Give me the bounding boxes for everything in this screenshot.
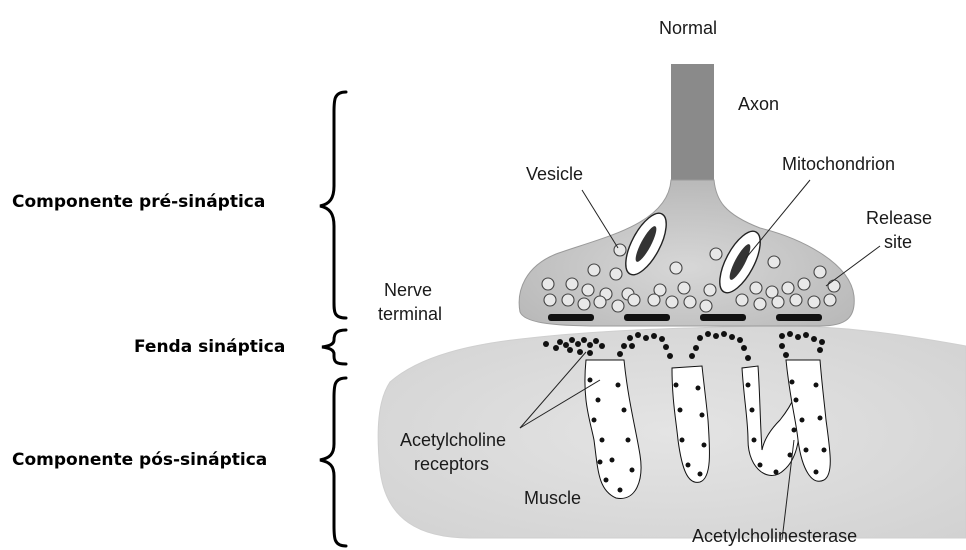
nerve-terminal-label-2: terminal (378, 304, 442, 324)
title-normal: Normal (659, 18, 717, 38)
braces (320, 92, 346, 546)
nerve-terminal-label-1: Nerve (384, 280, 432, 300)
ach-receptors-label-2: receptors (414, 454, 489, 474)
release-site-label-2: site (884, 232, 912, 252)
presynaptic-label: Componente pré-sináptica (12, 192, 265, 212)
vesicle-label: Vesicle (526, 164, 583, 184)
release-site-label-1: Release (866, 208, 932, 228)
postsynaptic-label: Componente pós-sináptica (12, 450, 267, 470)
brace-postsynaptic (320, 378, 346, 546)
acetylcholinesterase-label: Acetylcholinesterase (692, 526, 857, 546)
mitochondrion-label: Mitochondrion (782, 154, 895, 174)
synaptic-cleft-label: Fenda sináptica (134, 337, 285, 357)
brace-cleft (322, 330, 346, 364)
axon (671, 64, 714, 184)
brace-presynaptic (320, 92, 346, 318)
axon-label: Axon (738, 94, 779, 114)
muscle-label: Muscle (524, 488, 581, 508)
ach-receptors-label-1: Acetylcholine (400, 430, 506, 450)
